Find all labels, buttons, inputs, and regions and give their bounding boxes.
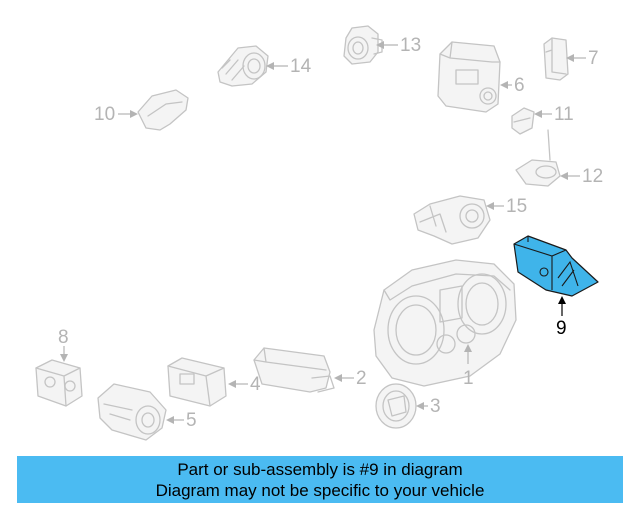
callout-13: 13: [400, 35, 421, 56]
part-2: [253, 347, 335, 393]
banner-line-2: Diagram may not be specific to your vehi…: [155, 480, 485, 500]
callout-3: 3: [430, 396, 441, 417]
banner-line-1: Part or sub-assembly is #9 in diagram: [177, 459, 463, 479]
parts-diagram: 14 13 6 7 10 11 12: [35, 25, 603, 441]
callout-10: 10: [94, 104, 115, 125]
callout-11: 11: [554, 104, 574, 125]
part-9-highlighted: [513, 235, 599, 297]
part-14: [217, 45, 269, 87]
part-12: [515, 129, 561, 187]
callout-15: 15: [506, 196, 527, 217]
part-5: [97, 383, 167, 441]
callout-4: 4: [250, 374, 261, 395]
part-6: [437, 41, 501, 113]
part-10: [137, 89, 189, 131]
callout-1: 1: [463, 368, 474, 389]
part-8: [35, 359, 83, 407]
callout-7: 7: [588, 48, 599, 69]
callout-9: 9: [556, 318, 567, 339]
part-11: [511, 107, 535, 135]
callout-8: 8: [58, 327, 69, 348]
callout-12: 12: [582, 166, 603, 187]
callout-14: 14: [290, 56, 312, 77]
part-15: [413, 195, 491, 245]
part-3: [375, 383, 417, 429]
part-1-instrument-cluster: [373, 259, 517, 387]
callout-5: 5: [186, 410, 197, 431]
callout-2: 2: [356, 368, 367, 389]
info-banner: Part or sub-assembly is #9 in diagram Di…: [17, 456, 623, 503]
part-13: [343, 25, 383, 65]
part-7: [543, 37, 569, 81]
callout-6: 6: [514, 75, 525, 96]
part-4: [167, 357, 227, 407]
